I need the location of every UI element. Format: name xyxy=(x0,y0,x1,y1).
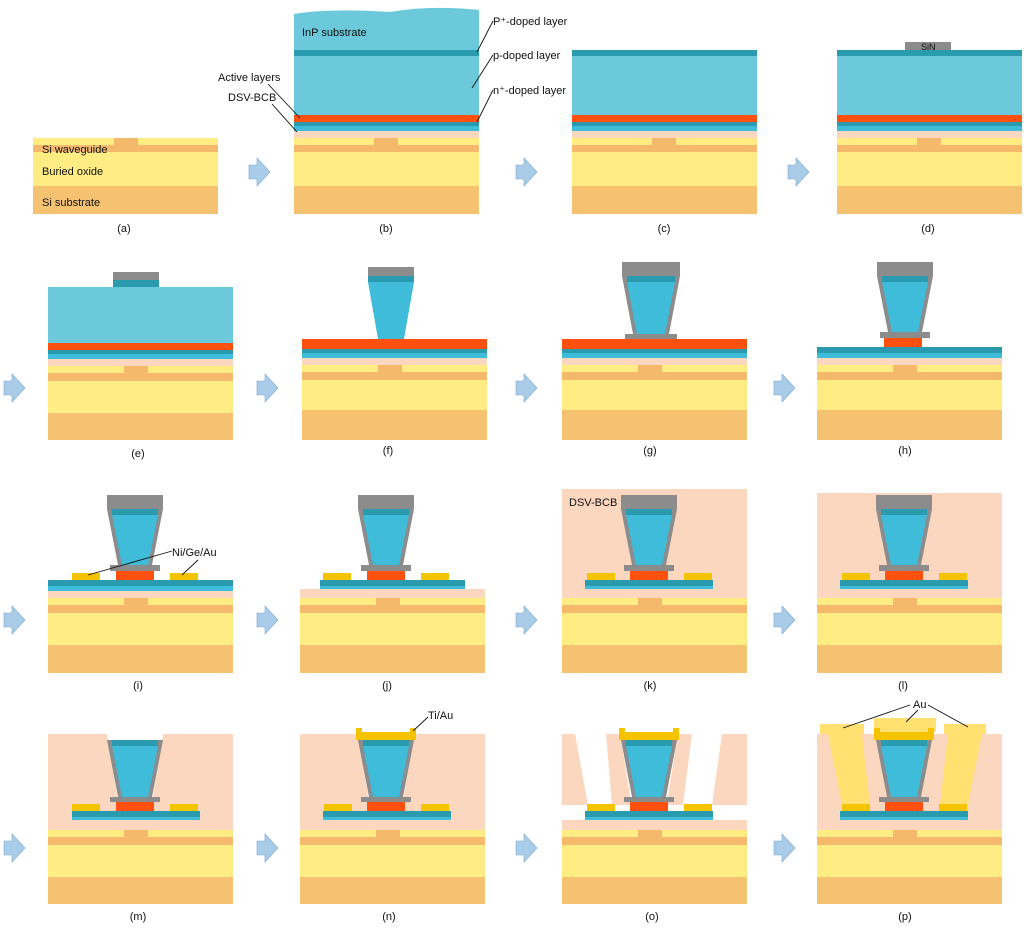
right-arrow-icon xyxy=(773,373,796,403)
panel-l: (l) xyxy=(817,493,1002,692)
right-arrow-icon xyxy=(3,373,26,403)
caption-b: (b) xyxy=(379,223,392,235)
right-arrow-icon xyxy=(773,605,796,635)
panel-i: Ni/Ge/Au (i) xyxy=(48,495,233,692)
right-arrow-icon xyxy=(256,833,279,863)
panel-f: (f) xyxy=(302,267,487,457)
panel-c: (c) xyxy=(572,50,757,235)
right-arrow-icon xyxy=(515,605,538,635)
right-arrow-icon xyxy=(773,833,796,863)
caption-h: (h) xyxy=(898,445,911,457)
panel-k: DSV-BCB (k) xyxy=(562,489,747,692)
caption-e: (e) xyxy=(131,448,144,460)
panel-a: Si waveguide Buried oxide Si substrate (… xyxy=(33,138,218,235)
right-arrow-icon xyxy=(515,833,538,863)
caption-g: (g) xyxy=(643,445,656,457)
caption-k: (k) xyxy=(644,680,657,692)
label-si-substrate: Si substrate xyxy=(42,197,100,209)
panel-d: SiN (d) xyxy=(837,42,1022,235)
panel-p: Au (p) xyxy=(817,699,1002,923)
caption-f: (f) xyxy=(383,445,393,457)
right-arrow-icon xyxy=(3,833,26,863)
label-n-plus-layer: n⁺-doped layer xyxy=(493,85,566,97)
caption-d: (d) xyxy=(921,223,934,235)
panel-n: Ti/Au (n) xyxy=(300,710,485,923)
caption-j: (j) xyxy=(382,680,392,692)
caption-o: (o) xyxy=(645,911,658,923)
label-ti-au: Ti/Au xyxy=(428,710,453,722)
label-ni-ge-au: Ni/Ge/Au xyxy=(172,547,217,559)
caption-p: (p) xyxy=(898,911,911,923)
right-arrow-icon xyxy=(515,373,538,403)
right-arrow-icon xyxy=(256,373,279,403)
panel-b: InP substrate P⁺-doped layer p-doped lay… xyxy=(218,7,568,235)
right-arrow-icon xyxy=(515,157,538,187)
label-si-waveguide: Si waveguide xyxy=(42,144,107,156)
panel-g: (g) xyxy=(562,262,747,457)
right-arrow-icon xyxy=(787,157,810,187)
label-sin: SiN xyxy=(921,42,936,52)
label-inp-substrate: InP substrate xyxy=(302,27,367,39)
caption-n: (n) xyxy=(382,911,395,923)
label-dsv-bcb-k: DSV-BCB xyxy=(569,497,617,509)
label-au: Au xyxy=(913,699,926,711)
caption-a: (a) xyxy=(117,223,130,235)
label-active-layers: Active layers xyxy=(218,72,281,84)
caption-i: (i) xyxy=(133,680,143,692)
label-p-layer: p-doped layer xyxy=(493,50,561,62)
caption-l: (l) xyxy=(898,680,908,692)
panel-j: (j) xyxy=(300,495,485,692)
label-p-plus-layer: P⁺-doped layer xyxy=(493,16,568,28)
right-arrow-icon xyxy=(256,605,279,635)
panel-h: (h) xyxy=(817,262,1002,457)
label-buried-oxide: Buried oxide xyxy=(42,166,103,178)
label-dsv-bcb: DSV-BCB xyxy=(228,92,276,104)
caption-c: (c) xyxy=(658,223,671,235)
panel-m: (m) xyxy=(48,734,233,923)
panel-o: (o) xyxy=(562,728,747,923)
right-arrow-icon xyxy=(248,157,271,187)
caption-m: (m) xyxy=(130,911,147,923)
right-arrow-icon xyxy=(3,605,26,635)
panel-e: (e) xyxy=(48,272,233,460)
